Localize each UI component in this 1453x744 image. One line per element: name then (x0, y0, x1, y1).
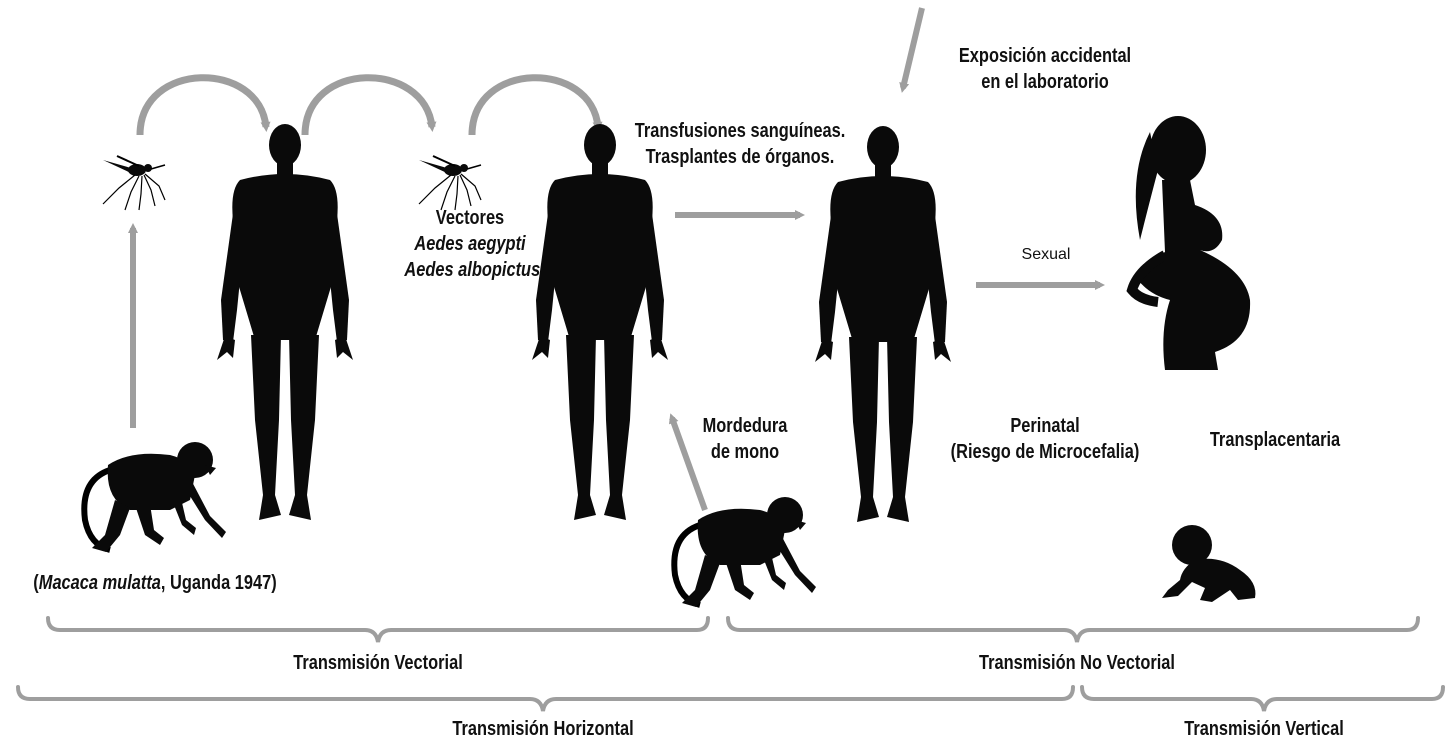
human-icon (217, 124, 353, 520)
transfusions-label: Transfusiones sanguíneas. Trasplantes de… (625, 118, 855, 170)
arrow-lab-exposure (903, 8, 922, 88)
vectors-label: Vectores Aedes aegypti Aedes albopictus (404, 205, 535, 283)
arrow-monkey-to-mosquito-curve (140, 78, 266, 135)
bracket-horizontal (18, 687, 1073, 711)
monkey-icon (84, 442, 226, 552)
macaca-label: (Macaca mulatta, Uganda 1947) (28, 570, 282, 596)
arrow-mosquito-to-human-curve (472, 78, 598, 135)
perinatal-label: Perinatal (Riesgo de Microcefalia) (943, 413, 1148, 465)
bracket-label-vectorial: Transmisión Vectorial (263, 650, 493, 676)
bracket-label-horizontal: Transmisión Horizontal (428, 716, 658, 742)
mosquito-icon (419, 156, 481, 210)
bracket-vertical (1082, 687, 1443, 711)
monkey-bite-label: Mordedura de mono (684, 413, 807, 465)
baby-icon (1162, 525, 1255, 602)
bracket-label-non-vectorial: Transmisión No Vectorial (946, 650, 1208, 676)
bracket-label-vertical: Transmisión Vertical (1157, 716, 1370, 742)
sexual-label: Sexual (1006, 242, 1086, 268)
lab-exposure-label: Exposición accidental en el laboratorio (943, 43, 1148, 95)
mosquito-icon (103, 156, 165, 210)
arrow-human-to-mosquito-curve (305, 78, 432, 135)
transplacental-label: Transplacentaria (1209, 427, 1340, 453)
bracket-vectorial (48, 618, 708, 642)
human-icon (532, 124, 668, 520)
bracket-non-vectorial (728, 618, 1418, 642)
monkey-icon (674, 497, 816, 607)
pregnant-woman-icon (1132, 116, 1250, 370)
human-icon (815, 126, 951, 522)
